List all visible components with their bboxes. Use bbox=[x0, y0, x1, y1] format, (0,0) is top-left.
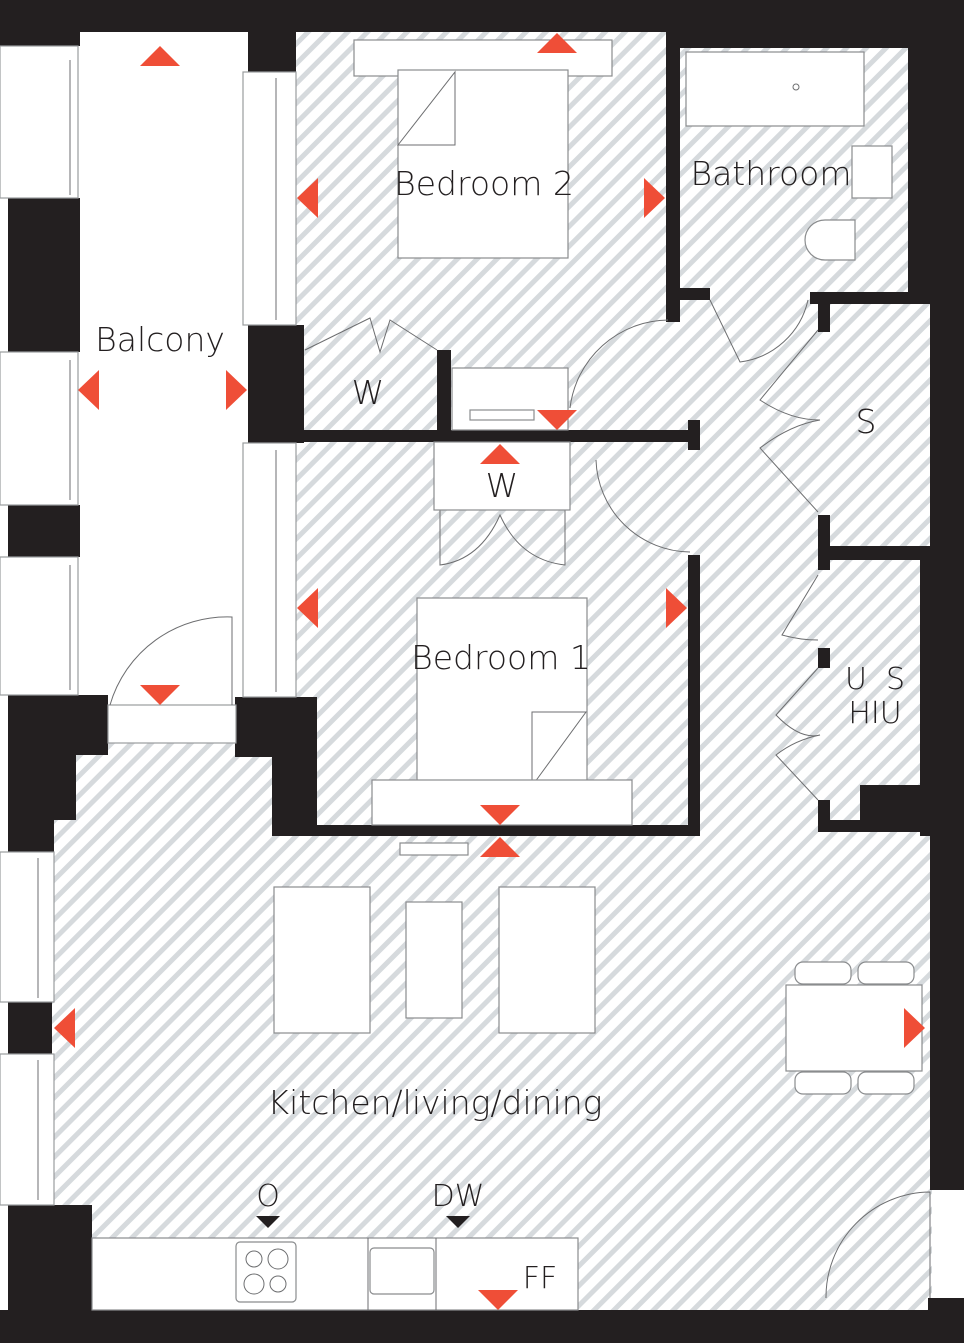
balcony-floor bbox=[78, 44, 248, 704]
label-wardrobe-bed2: W bbox=[352, 373, 385, 412]
coffee-table bbox=[405, 901, 463, 1019]
bathtub bbox=[685, 51, 865, 127]
arrow-right-icon bbox=[666, 588, 687, 628]
bed-bedroom1 bbox=[416, 597, 588, 787]
utility-floor bbox=[828, 558, 924, 808]
dimension-arrows bbox=[54, 33, 925, 1310]
arrow-down-icon bbox=[537, 410, 577, 430]
arrow-left-icon bbox=[297, 588, 318, 628]
label-bedroom1: Bedroom 1 bbox=[411, 638, 591, 677]
arrow-up-icon bbox=[480, 837, 520, 857]
label-storage: S bbox=[856, 402, 877, 441]
label-bathroom: Bathroom bbox=[690, 154, 851, 193]
arrow-left-icon bbox=[78, 370, 99, 410]
kitchen-counter bbox=[91, 1237, 579, 1311]
sink bbox=[369, 1247, 435, 1295]
storage-floor bbox=[828, 300, 932, 550]
label-oven: O bbox=[256, 1179, 280, 1214]
arrow-right-icon bbox=[226, 370, 247, 410]
sofa-right bbox=[498, 886, 596, 1034]
hob bbox=[235, 1241, 297, 1303]
arrow-left-icon bbox=[297, 178, 318, 218]
arrow-down-icon bbox=[140, 685, 180, 705]
room-labels: Balcony Bedroom 2 Bathroom W S W Bedroom… bbox=[95, 154, 905, 1296]
sofa-left bbox=[273, 886, 371, 1034]
label-balcony: Balcony bbox=[95, 320, 225, 359]
arrow-up-icon bbox=[140, 46, 180, 66]
arrow-left-icon bbox=[54, 1008, 75, 1048]
toilet bbox=[804, 219, 856, 261]
label-utility-line2: HIU bbox=[848, 696, 901, 731]
label-fridge-freezer: FF bbox=[523, 1261, 558, 1296]
arrow-right-icon bbox=[644, 178, 665, 218]
arrow-right-icon bbox=[904, 1008, 925, 1048]
label-bedroom2: Bedroom 2 bbox=[394, 164, 574, 203]
label-utility-line1: U S bbox=[845, 662, 905, 697]
label-wardrobe-bed1: W bbox=[486, 466, 519, 505]
arrow-down-icon bbox=[480, 805, 520, 825]
marker-down-icon bbox=[446, 1216, 470, 1228]
furniture bbox=[91, 39, 923, 1311]
doors bbox=[109, 299, 931, 1299]
arrow-up-icon bbox=[537, 33, 577, 53]
label-kitchen: Kitchen/living/dining bbox=[268, 1083, 603, 1122]
arrow-up-icon bbox=[480, 444, 520, 464]
label-dishwasher: DW bbox=[432, 1179, 485, 1214]
dining-table bbox=[785, 984, 923, 1072]
windows bbox=[0, 45, 297, 1206]
basin bbox=[851, 145, 893, 199]
appliance-markers bbox=[256, 1216, 470, 1228]
arrow-down-icon bbox=[478, 1290, 518, 1310]
marker-down-icon bbox=[256, 1216, 280, 1228]
